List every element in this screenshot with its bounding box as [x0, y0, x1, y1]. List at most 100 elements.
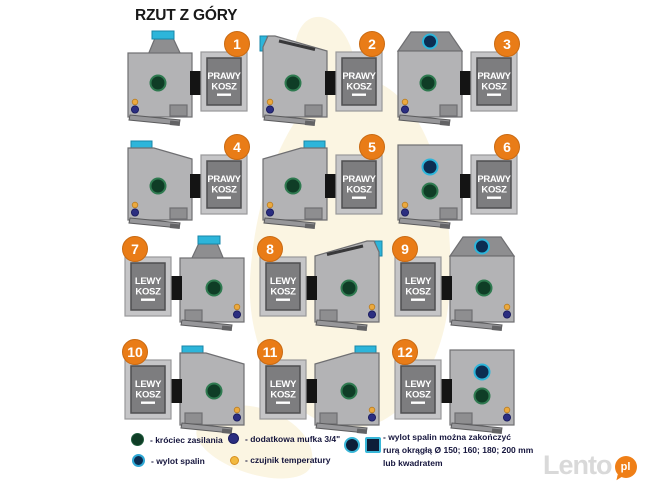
supply-port: [473, 387, 491, 404]
kosz-box-inner: [206, 159, 242, 209]
supply-port: [419, 74, 437, 92]
coupling-dot: [131, 208, 139, 217]
kosz-label-underline: [141, 298, 155, 301]
temp-sensor-dot: [503, 303, 511, 311]
kosz-box-inner: [265, 364, 301, 414]
supply-port: [284, 177, 302, 194]
badge-number: 5: [368, 139, 376, 155]
supply-port: [340, 382, 358, 399]
side-panel: [304, 206, 323, 220]
side-panel: [184, 411, 203, 425]
kosz-box-inner: [341, 57, 377, 106]
supply-port: [284, 74, 302, 92]
ash-handle: [450, 421, 503, 434]
badge-number: 12: [397, 344, 413, 360]
kosz-label: KOSZ: [481, 82, 507, 93]
kosz-label: KOSZ: [481, 184, 507, 195]
ash-handle: [315, 319, 368, 332]
square-outlet-icon: [365, 437, 381, 453]
ash-handle: [180, 319, 233, 332]
kosz-label: KOSZ: [405, 389, 431, 400]
kosz-box-inner: [130, 262, 166, 311]
ash-handle: [128, 216, 181, 229]
number-badge: [122, 338, 148, 365]
kosz-label-underline: [276, 298, 290, 301]
flue-outlet: [422, 33, 438, 50]
side-panel: [439, 206, 458, 220]
kosz-label: PRAWY: [477, 71, 511, 82]
vent-slit: [278, 39, 316, 51]
badge-number: 2: [368, 36, 376, 52]
flue-outlet: [473, 363, 491, 380]
ash-handle: [263, 114, 316, 127]
kosz-box-inner: [400, 262, 436, 311]
ash-handle: [315, 421, 368, 434]
number-badge: [359, 31, 385, 57]
kosz-label: KOSZ: [135, 389, 161, 400]
legend-note-icons: [344, 437, 381, 453]
blue-circle-icon: [132, 454, 145, 467]
site-watermark: Lento pl: [543, 450, 637, 481]
number-badge: [224, 133, 250, 160]
kosz-label: PRAWY: [342, 174, 376, 185]
kosz-box-inner: [206, 57, 242, 106]
supply-port: [205, 279, 223, 297]
coupling-dot: [503, 413, 511, 422]
kosz-label-underline: [487, 196, 501, 199]
kosz-label-underline: [352, 196, 366, 199]
number-badge: [494, 31, 520, 57]
coupling-dot: [503, 310, 511, 319]
supply-port: [421, 182, 439, 199]
badge-number: 7: [131, 241, 139, 257]
side-panel: [169, 104, 188, 117]
kosz-label-underline: [141, 401, 155, 404]
side-panel: [184, 309, 203, 322]
kosz-label: PRAWY: [207, 71, 241, 82]
kosz-box-inner: [341, 159, 377, 209]
supply-port: [205, 382, 223, 399]
ash-handle: [450, 319, 503, 332]
kosz-label: KOSZ: [211, 184, 237, 195]
kosz-box-inner: [265, 262, 301, 311]
kosz-box-inner: [400, 364, 436, 414]
side-panel: [319, 411, 338, 425]
side-panel: [304, 104, 323, 117]
side-panel: [454, 411, 473, 425]
coupling-dot: [266, 208, 274, 217]
temp-sensor-dot: [266, 98, 274, 106]
kosz-label-underline: [352, 93, 366, 96]
supply-port: [149, 177, 167, 194]
side-panel: [454, 309, 473, 322]
kosz-connector: [440, 378, 452, 403]
kosz-label: KOSZ: [346, 184, 372, 195]
badge-number: 6: [503, 139, 511, 155]
temp-sensor-dot: [131, 98, 139, 106]
kosz-label-underline: [411, 298, 425, 301]
flue-cap: [151, 30, 175, 40]
number-badge: [494, 133, 520, 160]
kosz-label-underline: [411, 401, 425, 404]
number-badge: [257, 338, 283, 365]
number-badge: [392, 236, 418, 262]
kosz-label: PRAWY: [342, 71, 376, 82]
kosz-label: PRAWY: [477, 174, 511, 185]
kosz-label: KOSZ: [135, 287, 161, 298]
ash-handle: [180, 421, 233, 434]
kosz-label: LEWY: [135, 276, 162, 287]
coupling-dot: [401, 208, 409, 217]
kosz-label: LEWY: [405, 379, 432, 390]
kosz-label-underline: [276, 401, 290, 404]
badge-number: 4: [233, 139, 241, 155]
number-badge: [257, 236, 283, 262]
number-badge: [122, 236, 148, 262]
temp-sensor-dot: [233, 406, 241, 413]
page-title: RZUT Z GÓRY: [135, 7, 238, 24]
vent-slit: [326, 244, 364, 256]
kosz-connector: [325, 173, 337, 198]
